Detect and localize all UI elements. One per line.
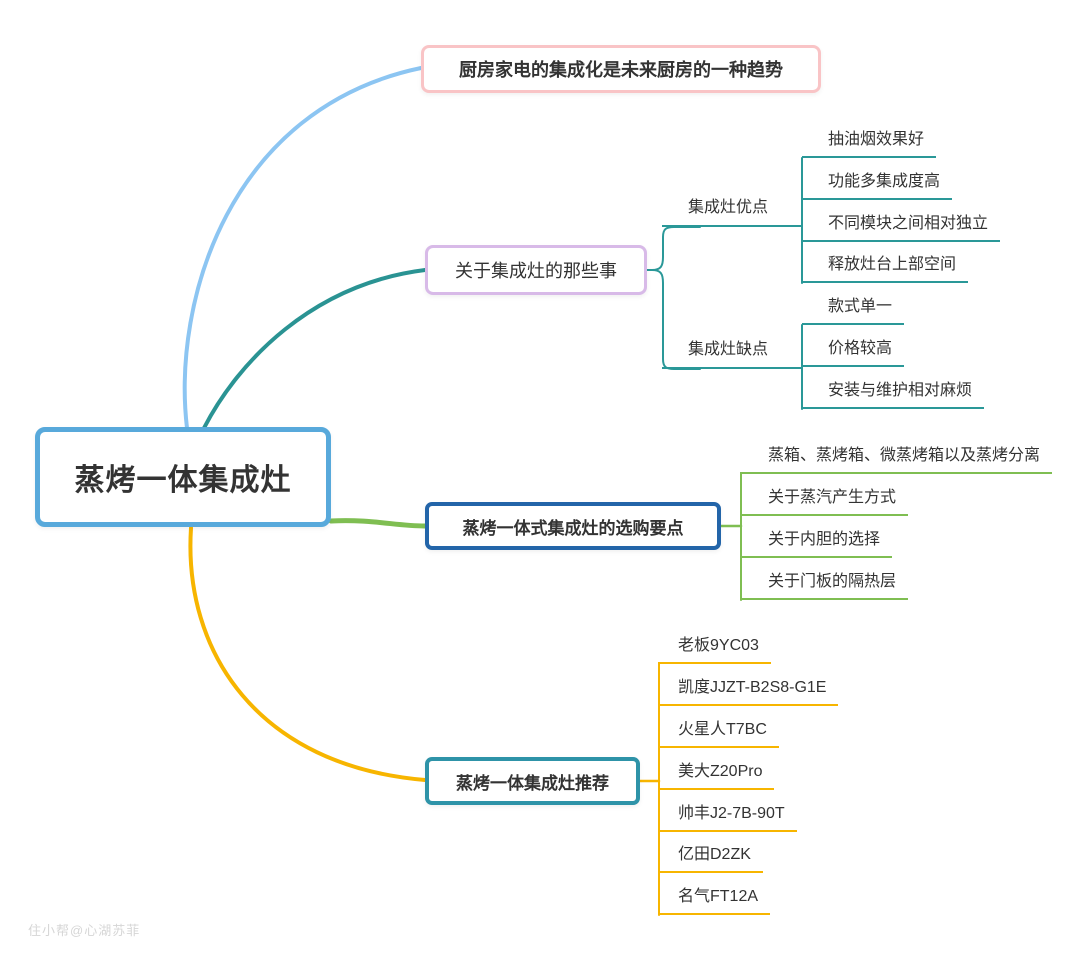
branch-node-recommend[interactable]: 蒸烤一体集成灶推荐 bbox=[425, 757, 640, 805]
recommend-item[interactable]: 名气FT12A bbox=[658, 887, 771, 915]
recommend-item[interactable]: 凯度JJZT-B2S8-G1E bbox=[658, 678, 839, 706]
group-label-pros[interactable]: 集成灶优点 bbox=[662, 197, 802, 227]
branch-node-trend[interactable]: 厨房家电的集成化是未来厨房的一种趋势 bbox=[421, 45, 821, 93]
watermark: 住小帮@心湖苏菲 bbox=[28, 923, 141, 938]
root-node[interactable]: 蒸烤一体集成灶 bbox=[35, 427, 331, 527]
edge-root-buying bbox=[328, 518, 428, 529]
branch-node-about[interactable]: 关于集成灶的那些事 bbox=[425, 245, 647, 295]
buying-item[interactable]: 蒸箱、蒸烤箱、微蒸烤箱以及蒸烤分离 bbox=[740, 446, 1053, 474]
cons-item[interactable]: 款式单一 bbox=[802, 297, 905, 325]
edge-root-trend bbox=[182, 66, 423, 430]
recommend-item[interactable]: 火星人T7BC bbox=[658, 720, 779, 748]
edge-about-pros bbox=[646, 226, 701, 271]
pros-item[interactable]: 抽油烟效果好 bbox=[802, 130, 937, 158]
recommend-item[interactable]: 老板9YC03 bbox=[658, 636, 771, 664]
recommend-item[interactable]: 帅丰J2-7B-90T bbox=[658, 804, 797, 832]
branch-node-buying[interactable]: 蒸烤一体式集成灶的选购要点 bbox=[425, 502, 721, 550]
buying-item[interactable]: 关于门板的隔热层 bbox=[740, 572, 909, 600]
edge-root-about bbox=[202, 268, 427, 430]
buying-item[interactable]: 关于蒸汽产生方式 bbox=[740, 488, 909, 516]
cons-item[interactable]: 价格较高 bbox=[802, 339, 905, 367]
pros-item[interactable]: 释放灶台上部空间 bbox=[802, 255, 969, 283]
recommend-item[interactable]: 亿田D2ZK bbox=[658, 845, 763, 873]
cons-item[interactable]: 安装与维护相对麻烦 bbox=[802, 381, 985, 409]
recommend-item[interactable]: 美大Z20Pro bbox=[658, 762, 775, 790]
buying-item[interactable]: 关于内胆的选择 bbox=[740, 530, 893, 558]
edge-root-recommend bbox=[188, 526, 427, 782]
pros-item[interactable]: 不同模块之间相对独立 bbox=[802, 214, 1001, 242]
group-label-cons[interactable]: 集成灶缺点 bbox=[662, 339, 802, 369]
pros-item[interactable]: 功能多集成度高 bbox=[802, 172, 953, 200]
